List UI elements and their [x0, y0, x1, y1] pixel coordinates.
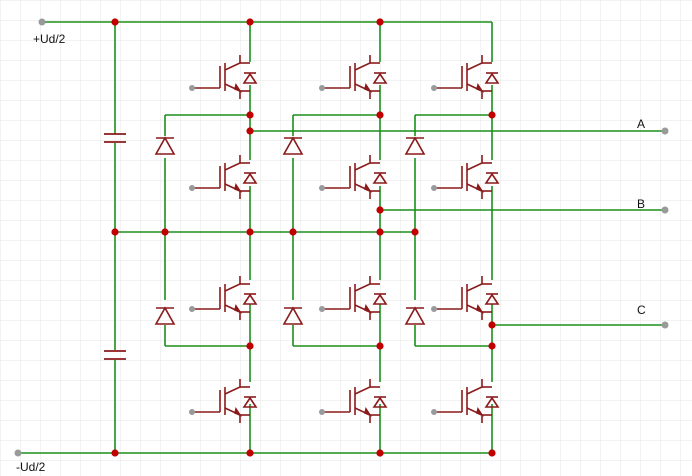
junction-dot: [246, 111, 254, 119]
igbt-switch: [436, 55, 500, 99]
clamp-diode: [404, 306, 426, 325]
igbt-emitter-arrow: [234, 407, 243, 417]
junction-dot: [376, 206, 384, 214]
igbt-emitter-arrow: [234, 83, 243, 93]
gate-terminal: [189, 185, 195, 191]
output-b-terminal: [661, 206, 669, 214]
neg-rail-terminal: [14, 449, 22, 457]
igbt-emitter-arrow: [364, 407, 373, 417]
output-c-label: C: [637, 303, 646, 317]
igbt-switch: [324, 379, 388, 423]
components: [104, 55, 500, 423]
gate-terminal: [431, 306, 437, 312]
gate-terminal: [319, 185, 325, 191]
output-a-label: A: [637, 117, 645, 131]
igbt-emitter-arrow: [476, 304, 485, 314]
clamp-diode: [282, 306, 304, 325]
antiparallel-diode: [242, 396, 258, 408]
junction-dot: [411, 228, 419, 236]
junction-dot: [289, 228, 297, 236]
gate-terminal: [189, 306, 195, 312]
clamp-diode: [154, 136, 176, 155]
dc-link-capacitor: [104, 350, 126, 360]
junction-dot: [376, 111, 384, 119]
junction-dot: [246, 127, 254, 135]
junction-dot: [246, 342, 254, 350]
output-a-terminal: [661, 127, 669, 135]
antiparallel-diode: [242, 172, 258, 184]
igbt-switch: [194, 55, 258, 99]
igbt-switch: [436, 276, 500, 320]
junction-dot: [488, 449, 496, 457]
junction-dot: [376, 228, 384, 236]
antiparallel-diode: [372, 72, 388, 84]
junction-dot: [488, 321, 496, 329]
antiparallel-diode: [242, 293, 258, 305]
junction-dot: [376, 449, 384, 457]
antiparallel-diode: [484, 172, 500, 184]
igbt-switch: [194, 379, 258, 423]
igbt-emitter-arrow: [234, 304, 243, 314]
junction-dot: [111, 18, 119, 26]
clamp-diode-body: [154, 306, 176, 325]
gate-terminal: [319, 409, 325, 415]
junction-dot: [376, 18, 384, 26]
igbt-emitter-arrow: [234, 183, 243, 193]
antiparallel-diode: [372, 172, 388, 184]
gate-terminal: [189, 409, 195, 415]
gate-terminal: [431, 409, 437, 415]
igbt-switch: [324, 276, 388, 320]
antiparallel-diode: [372, 293, 388, 305]
clamp-diode: [282, 136, 304, 155]
igbt-emitter-arrow: [476, 407, 485, 417]
pos-rail-label: +Ud/2: [33, 32, 66, 46]
clamp-diode-body: [404, 136, 426, 155]
igbt-emitter-arrow: [476, 83, 485, 93]
igbt-switch: [436, 379, 500, 423]
gate-terminal: [431, 185, 437, 191]
clamp-diode-body: [154, 136, 176, 155]
junction-dot: [246, 228, 254, 236]
neg-rail-label: -Ud/2: [16, 460, 46, 474]
igbt-emitter-arrow: [364, 304, 373, 314]
junction-dot: [246, 449, 254, 457]
junctions: [111, 18, 496, 457]
antiparallel-diode: [484, 293, 500, 305]
clamp-diode: [404, 136, 426, 155]
clamp-diode: [154, 306, 176, 325]
output-c-terminal: [661, 321, 669, 329]
junction-dot: [488, 111, 496, 119]
gate-terminal: [319, 306, 325, 312]
dc-link-capacitor: [104, 133, 126, 143]
junction-dot: [111, 449, 119, 457]
igbt-switch: [324, 155, 388, 199]
junction-dot: [161, 228, 169, 236]
igbt-switch: [194, 276, 258, 320]
output-b-label: B: [637, 197, 645, 211]
gate-terminal: [319, 85, 325, 91]
igbt-emitter-arrow: [364, 183, 373, 193]
junction-dot: [246, 18, 254, 26]
junction-dot: [111, 228, 119, 236]
terminals: [14, 18, 669, 457]
junction-dot: [376, 342, 384, 350]
antiparallel-diode: [484, 72, 500, 84]
clamp-diode-body: [282, 136, 304, 155]
igbt-emitter-arrow: [476, 183, 485, 193]
clamp-diode-body: [282, 306, 304, 325]
pos-rail-terminal: [38, 18, 46, 26]
gate-terminal: [189, 85, 195, 91]
antiparallel-diode: [484, 396, 500, 408]
igbt-switch: [324, 55, 388, 99]
clamp-diode-body: [404, 306, 426, 325]
antiparallel-diode: [242, 72, 258, 84]
igbt-switch: [436, 155, 500, 199]
igbt-emitter-arrow: [364, 83, 373, 93]
antiparallel-diode: [372, 396, 388, 408]
junction-dot: [488, 342, 496, 350]
gate-terminal: [431, 85, 437, 91]
igbt-switch: [194, 155, 258, 199]
